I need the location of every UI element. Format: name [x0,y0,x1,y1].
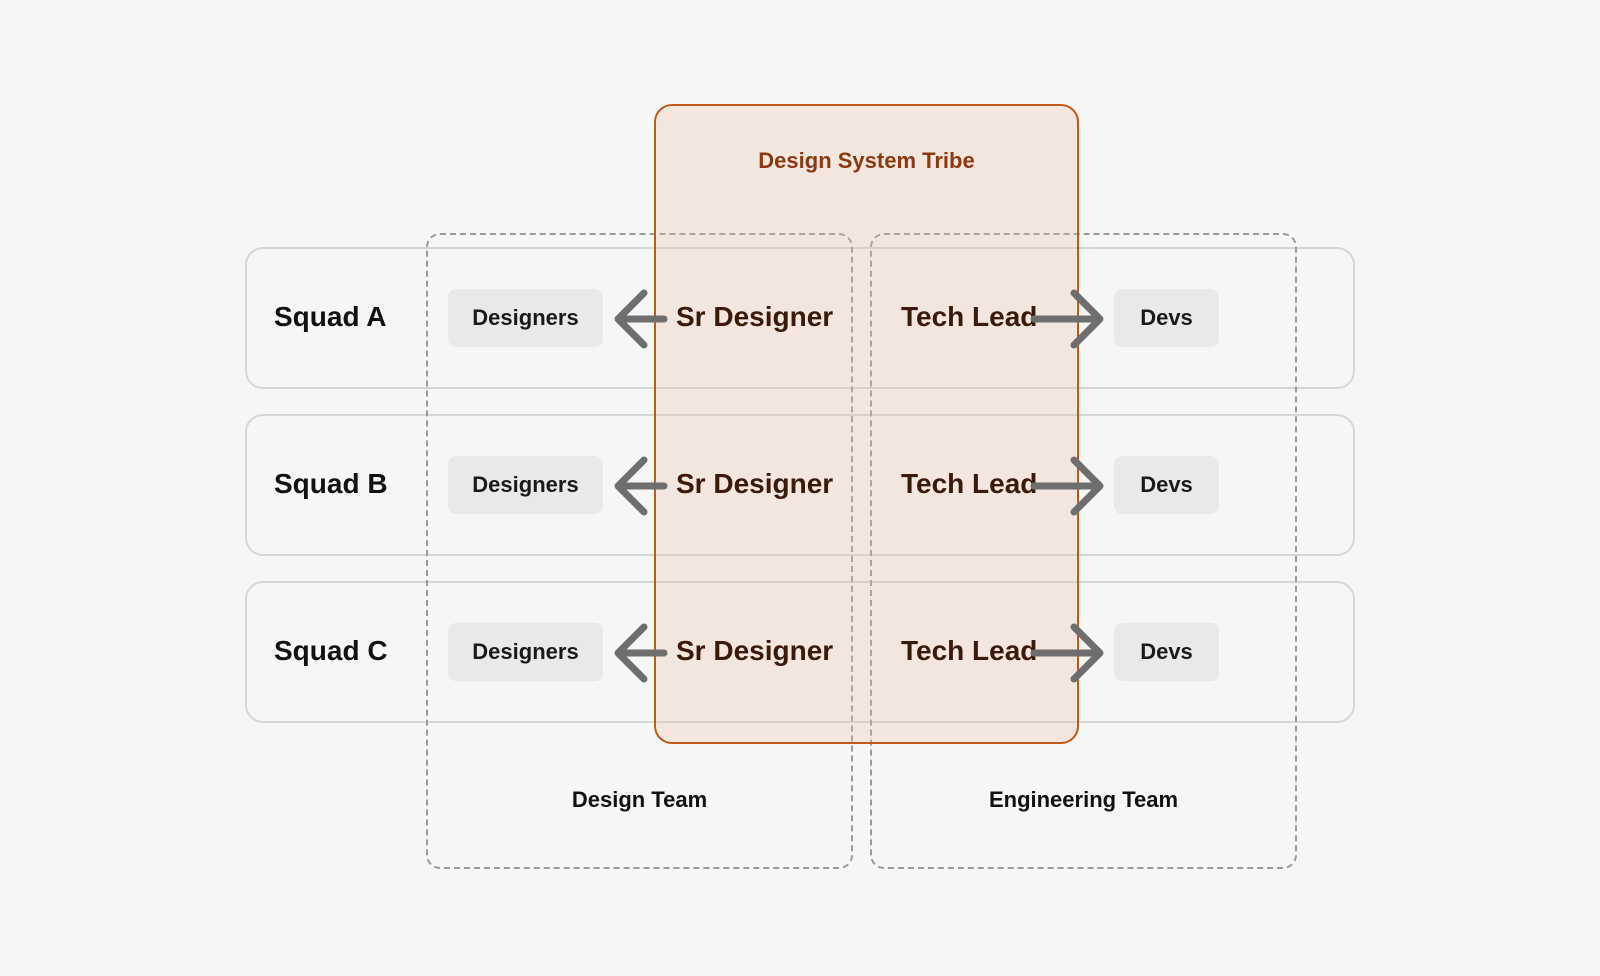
engineering-team-box [870,233,1297,869]
arrow-right-icon [1030,623,1104,683]
design-team-box [426,233,853,869]
arrow-left-icon [614,456,668,516]
tribe-title: Design System Tribe [758,148,975,173]
squad-label: Squad A [274,301,387,332]
squad-label: Squad C [274,635,388,666]
sr-designer-label: Sr Designer [676,468,834,499]
designers-chip: Designers [448,623,603,681]
squad-row-b [245,414,1355,556]
arrow-left-icon [614,623,668,683]
squad-label: Squad B [274,468,388,499]
tech-lead-label: Tech Lead [901,468,1038,499]
tech-lead-label: Tech Lead [901,635,1038,666]
designers-chip: Designers [448,456,603,514]
devs-chip: Devs [1114,456,1219,514]
tech-lead-label: Tech Lead [901,301,1038,332]
design-system-tribe-box [654,104,1079,744]
devs-chip: Devs [1114,623,1219,681]
squad-row-a [245,247,1355,389]
engineering-team-title: Engineering Team [988,787,1179,812]
arrow-right-icon [1030,289,1104,349]
sr-designer-label: Sr Designer [676,635,834,666]
designers-chip: Designers [448,289,603,347]
arrow-left-icon [614,289,668,349]
devs-chip: Devs [1114,289,1219,347]
squad-row-c [245,581,1355,723]
sr-designer-label: Sr Designer [676,301,834,332]
arrow-right-icon [1030,456,1104,516]
design-team-title: Design Team [571,787,708,812]
